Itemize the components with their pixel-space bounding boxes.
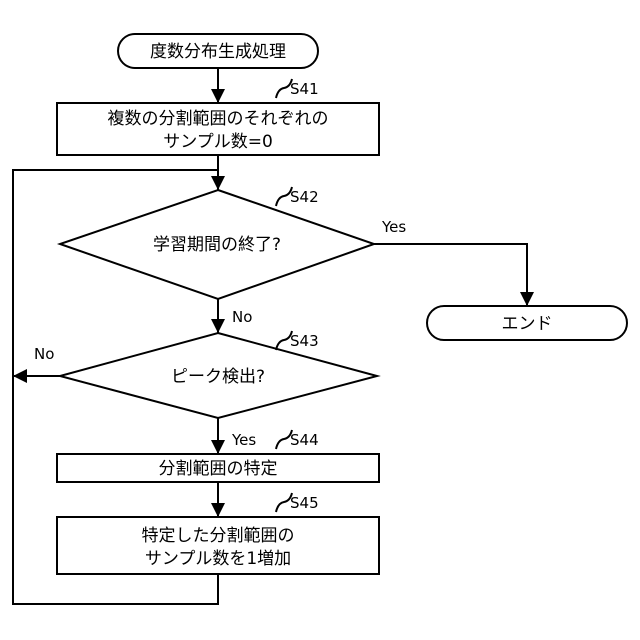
init-line2: サンプル数=0 [163,132,273,152]
step-label-s44: S44 [290,431,319,449]
decision-period-no: No [232,308,252,326]
start-label: 度数分布生成処理 [150,42,286,62]
decision-peak-no: No [34,345,54,363]
step-label-s41: S41 [290,80,319,98]
connector-yes-to-end [374,244,527,306]
decision-peak-yes: Yes [231,431,256,449]
step-label-s43: S43 [290,332,319,350]
end-label: エンド [502,314,553,334]
step-label-s45: S45 [290,494,319,512]
init-line1: 複数の分割範囲のそれぞれの [108,109,329,129]
step-label-s42: S42 [290,188,319,206]
decision-peak-label: ピーク検出? [171,367,265,387]
decision-period-label: 学習期間の終了? [153,235,281,255]
decision-period-yes: Yes [381,218,406,236]
increment-line2: サンプル数を1増加 [145,549,291,569]
identify-label: 分割範囲の特定 [159,459,278,479]
increment-line1: 特定した分割範囲の [142,526,295,546]
